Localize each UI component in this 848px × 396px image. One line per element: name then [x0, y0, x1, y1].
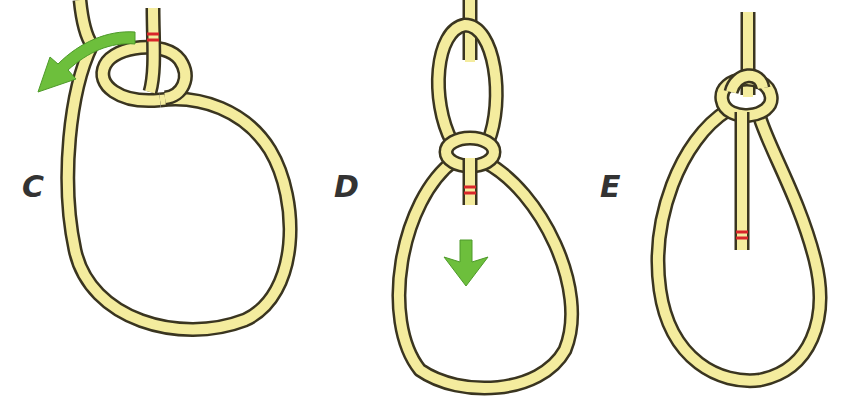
- end-mark: [147, 33, 159, 36]
- panel-label: E: [600, 172, 621, 202]
- working-end: [463, 158, 478, 205]
- rope-step-c: [38, 0, 290, 329]
- knot: [731, 76, 763, 92]
- end-mark: [147, 39, 159, 42]
- rope-bight: [438, 25, 496, 142]
- panel-label: C: [22, 172, 44, 202]
- rope: [399, 160, 572, 388]
- direction-arrow: [444, 240, 488, 286]
- working-end: [735, 112, 750, 250]
- rope-loop: [103, 47, 185, 100]
- end-mark: [464, 186, 476, 189]
- knot: [731, 76, 763, 92]
- rope-bight: [438, 25, 496, 142]
- panel-label: D: [334, 172, 359, 202]
- rope: [658, 110, 820, 381]
- rope-loop: [103, 47, 185, 100]
- rope: [399, 160, 572, 388]
- direction-arrow: [38, 32, 135, 92]
- rope-step-d: [399, 0, 572, 388]
- end-mark: [736, 237, 748, 240]
- rope: [658, 110, 820, 381]
- rope-step-e: [658, 12, 820, 381]
- working-end: [737, 112, 747, 250]
- working-end: [465, 158, 475, 205]
- end-mark: [464, 192, 476, 195]
- working-end: [150, 8, 154, 92]
- end-mark: [736, 231, 748, 234]
- working-end: [150, 8, 154, 92]
